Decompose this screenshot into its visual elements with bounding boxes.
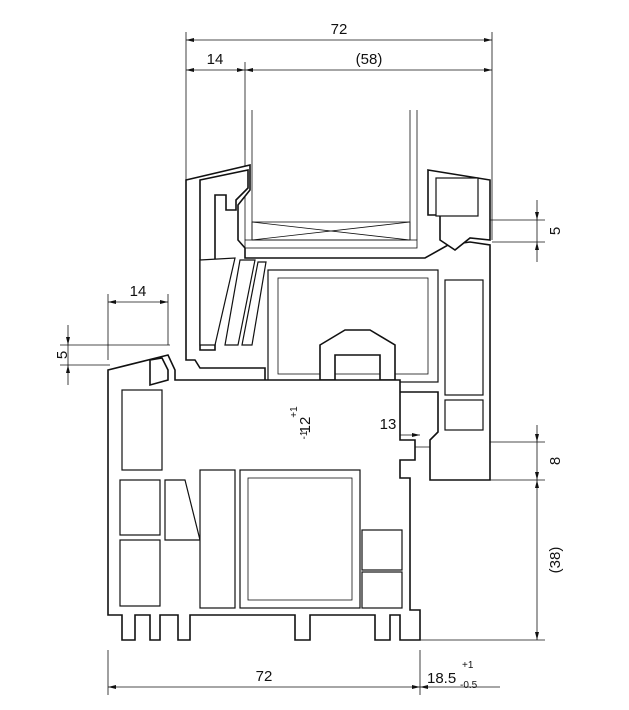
frame-chamber-inner [361, 529, 403, 571]
spacer-cross-2 [251, 221, 411, 241]
label-top-total: 72 [331, 21, 348, 38]
label-bottom-right-plus: +1 [462, 660, 474, 671]
frame-rebate-chamber [121, 389, 163, 471]
label-top-glass: (58) [356, 51, 383, 68]
label-thirteen: 13 [380, 416, 397, 433]
glazing-unit [244, 110, 418, 249]
dimension-labels: 72 14 (58) 14 5 5 12 +1 -1 13 8 (38) 72 … [54, 21, 564, 691]
label-left-fourteen: 14 [130, 283, 147, 300]
label-bottom-right: 18.5 [427, 670, 456, 687]
label-bottom-total: 72 [256, 668, 273, 685]
label-tolerance: 12 [297, 417, 314, 434]
sash-diag-chamber-2 [224, 259, 256, 346]
frame-chamber-inner-bottom [361, 571, 403, 609]
label-left-five: 5 [54, 351, 71, 359]
sash-main-chamber [267, 269, 439, 383]
label-tolerance-minus: -1 [299, 430, 310, 439]
sash-steel-reinforcement [277, 277, 429, 375]
label-right-thirtyeight: (38) [547, 547, 564, 574]
label-bottom-right-minus: -0.5 [460, 680, 478, 691]
sash-profile [185, 163, 491, 481]
bead-chamber [435, 177, 479, 217]
glass-sealant [244, 239, 418, 249]
sash-outer-chamber [444, 279, 484, 396]
frame-main-chamber [239, 469, 361, 609]
sash-lower-chamber [444, 399, 484, 431]
frame-chamber-middle [199, 469, 236, 609]
frame-profile [107, 354, 421, 641]
frame-seal [149, 357, 169, 387]
sash-diag-chamber-3 [241, 261, 267, 346]
label-tolerance-plus: +1 [289, 406, 300, 418]
label-top-left: 14 [207, 51, 224, 68]
label-right-five: 5 [547, 227, 564, 235]
label-right-eight: 8 [547, 457, 564, 465]
frame-steel-reinforcement [247, 477, 353, 601]
sash-diag-chamber-1 [199, 257, 236, 346]
frame-chamber-outer-bottom [119, 539, 161, 607]
frame-chamber-outer-top [119, 479, 161, 536]
